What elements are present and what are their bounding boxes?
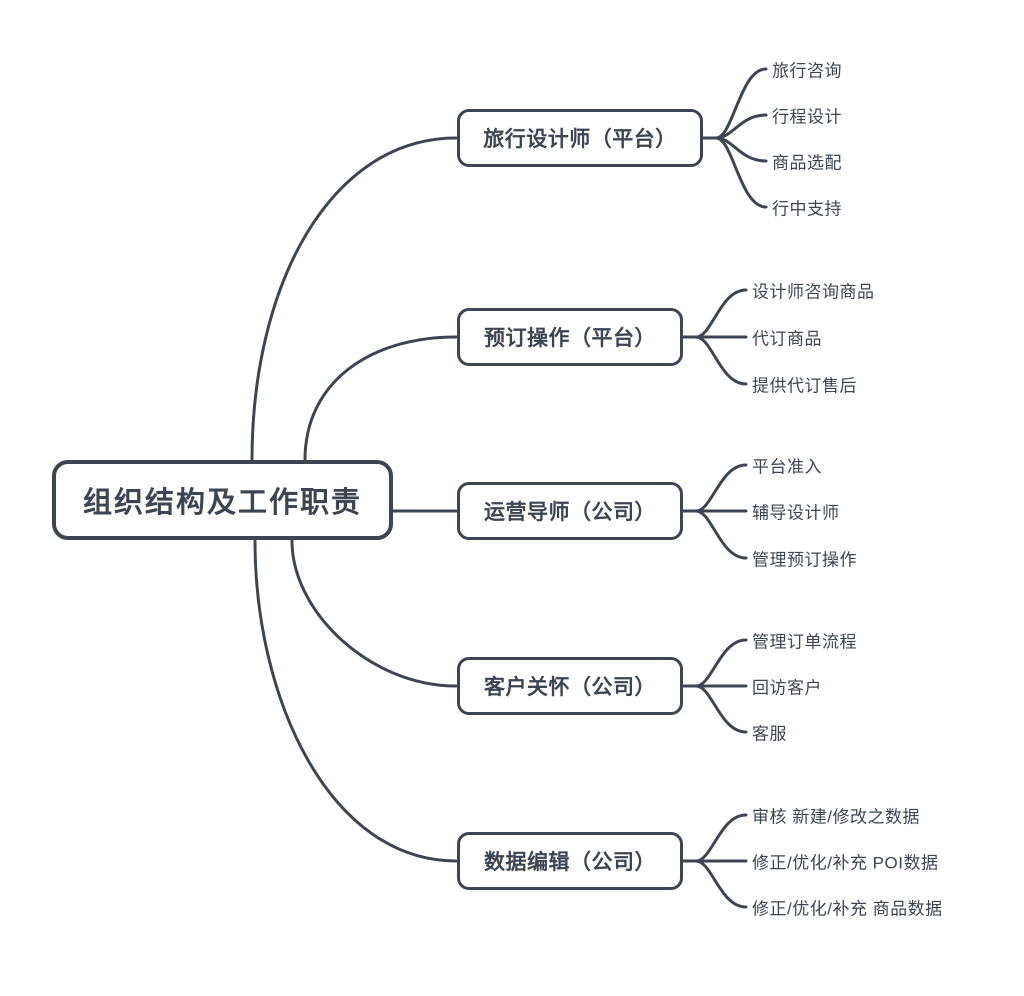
leaf-node[interactable]: 管理预订操作 bbox=[752, 550, 857, 570]
connector-branch-1-leaf-1 bbox=[714, 67, 768, 140]
connector-root-branch-4 bbox=[290, 539, 458, 688]
connector-branch-5-leaf-3 bbox=[694, 859, 748, 909]
connector-root-branch-5 bbox=[253, 539, 458, 863]
branch-node-label: 数据编辑（公司） bbox=[484, 851, 656, 874]
connector-root-branch-2 bbox=[303, 335, 458, 462]
branch-node-label: 旅行设计师（平台） bbox=[483, 128, 677, 151]
branch-node-ops-mentor[interactable]: 运营导师（公司） bbox=[457, 482, 683, 540]
branch-node-customer-care[interactable]: 客户关怀（公司） bbox=[457, 657, 683, 715]
leaf-node[interactable]: 旅行咨询 bbox=[772, 61, 842, 81]
connector-branch-4-leaf-3 bbox=[694, 684, 748, 734]
leaf-node[interactable]: 提供代订售后 bbox=[752, 376, 857, 396]
leaf-node[interactable]: 代订商品 bbox=[752, 329, 822, 349]
leaf-node[interactable]: 行中支持 bbox=[772, 199, 842, 219]
leaf-node[interactable]: 修正/优化/补充 商品数据 bbox=[752, 899, 943, 919]
leaf-node[interactable]: 设计师咨询商品 bbox=[752, 282, 875, 302]
branch-node-booking-ops[interactable]: 预订操作（平台） bbox=[457, 308, 683, 366]
connector-branch-3-leaf-1 bbox=[694, 463, 748, 513]
branch-node-label: 客户关怀（公司） bbox=[484, 676, 656, 699]
branch-node-travel-designer[interactable]: 旅行设计师（平台） bbox=[457, 109, 703, 167]
branch-node-data-editing[interactable]: 数据编辑（公司） bbox=[457, 832, 683, 890]
branch-node-label: 预订操作（平台） bbox=[484, 327, 656, 350]
leaf-node[interactable]: 修正/优化/补充 POI数据 bbox=[752, 853, 939, 873]
connector-branch-5-leaf-1 bbox=[694, 813, 748, 863]
leaf-node[interactable]: 管理订单流程 bbox=[752, 632, 857, 652]
connector-root-branch-1 bbox=[250, 136, 458, 462]
leaf-node[interactable]: 行程设计 bbox=[772, 107, 842, 127]
connector-branch-2-leaf-1 bbox=[694, 288, 748, 339]
leaf-node[interactable]: 审核 新建/修改之数据 bbox=[752, 807, 920, 827]
leaf-node[interactable]: 商品选配 bbox=[772, 153, 842, 173]
branch-node-label: 运营导师（公司） bbox=[484, 501, 656, 524]
connector-branch-2-leaf-3 bbox=[694, 335, 748, 386]
connector-branch-4-leaf-1 bbox=[694, 638, 748, 688]
root-node[interactable]: 组织结构及工作职责 bbox=[52, 460, 393, 540]
leaf-node[interactable]: 辅导设计师 bbox=[752, 503, 840, 523]
leaf-node[interactable]: 平台准入 bbox=[752, 457, 822, 477]
leaf-node[interactable]: 客服 bbox=[752, 724, 787, 744]
root-node-label: 组织结构及工作职责 bbox=[82, 487, 362, 519]
leaf-node[interactable]: 回访客户 bbox=[752, 678, 822, 698]
connector-branch-1-leaf-4 bbox=[714, 136, 768, 209]
connector-branch-3-leaf-3 bbox=[694, 509, 748, 560]
